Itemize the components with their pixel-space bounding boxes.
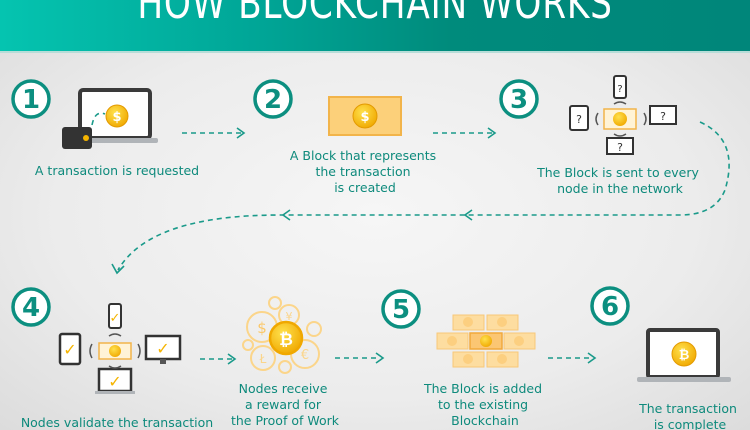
svg-text:5: 5 xyxy=(392,295,410,325)
svg-text:?: ? xyxy=(617,141,623,154)
arrow-reward-to-5 xyxy=(335,352,385,364)
network-nodes-icon: ? ? ? ? xyxy=(569,75,677,155)
step-5-caption: The Block is added to the existing Block… xyxy=(423,381,546,428)
arrow-5-to-6 xyxy=(548,352,597,364)
page-title: HOW BLOCKCHAIN WORKS xyxy=(137,0,613,29)
step-4-caption: Nodes validate the transaction xyxy=(21,415,213,430)
svg-text:₿: ₿ xyxy=(279,330,293,350)
step-5-badge: 5 xyxy=(381,289,421,329)
step-1-caption: A transaction is requested xyxy=(35,163,199,178)
step-3-badge: 3 xyxy=(499,79,539,119)
arrow-2-to-3 xyxy=(433,127,497,139)
step-3-caption: The Block is sent to every node in the n… xyxy=(536,165,703,196)
svg-text:¥: ¥ xyxy=(286,310,293,323)
svg-text:6: 6 xyxy=(601,292,619,322)
svg-text:4: 4 xyxy=(22,293,40,323)
svg-text:?: ? xyxy=(617,84,622,95)
step-2-caption: A Block that represents the transaction … xyxy=(290,148,440,195)
svg-text:✓: ✓ xyxy=(63,340,76,359)
svg-text:✓: ✓ xyxy=(108,372,121,391)
svg-text:€: € xyxy=(301,348,309,363)
svg-text:?: ? xyxy=(576,113,582,126)
validated-nodes-icon: ✓ ✓ ✓ ✓ xyxy=(58,303,182,394)
arrow-1-to-2 xyxy=(182,127,246,139)
reward-coins-icon: $ ¥ Ł € ₿ xyxy=(242,296,322,374)
reward-caption: Nodes receive a reward for the Proof of … xyxy=(231,381,340,428)
svg-text:₿: ₿ xyxy=(679,348,690,363)
arrow-4-to-reward xyxy=(200,353,237,365)
svg-text:✓: ✓ xyxy=(156,339,169,358)
blockchain-bricks-icon xyxy=(436,314,536,368)
step-6-caption: The transaction is complete xyxy=(638,401,741,430)
laptop-wallet-icon: $ xyxy=(62,88,158,149)
svg-text:Ł: Ł xyxy=(259,352,267,366)
svg-text:3: 3 xyxy=(510,85,528,115)
laptop-bitcoin-icon: ₿ xyxy=(637,328,731,382)
step-6-badge: 6 xyxy=(590,286,630,326)
svg-text:$: $ xyxy=(112,110,121,125)
svg-text:1: 1 xyxy=(22,85,40,115)
arrow-3-to-4 xyxy=(111,121,730,275)
step-1-badge: 1 xyxy=(11,79,51,119)
title-banner: HOW BLOCKCHAIN WORKS xyxy=(0,0,750,53)
svg-text:$: $ xyxy=(257,319,267,337)
svg-text:2: 2 xyxy=(264,85,282,115)
step-4-badge: 4 xyxy=(11,287,51,327)
block-icon: $ xyxy=(328,96,402,136)
step-2-badge: 2 xyxy=(253,79,293,119)
svg-text:?: ? xyxy=(660,110,666,123)
svg-text:$: $ xyxy=(360,110,369,125)
svg-text:✓: ✓ xyxy=(110,311,121,326)
